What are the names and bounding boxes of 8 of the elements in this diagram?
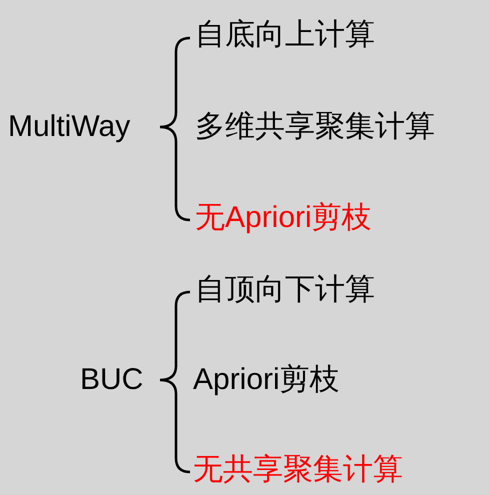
item-label: MultiWay <box>8 109 130 145</box>
item-label: BUC <box>80 362 144 398</box>
item-label: 自底向上计算 <box>195 17 375 53</box>
item-label: 无Apriori剪枝 <box>195 200 372 236</box>
item-label: 无共享聚集计算 <box>193 452 403 488</box>
item-label: 自顶向下计算 <box>195 272 375 308</box>
item-label: Apriori剪枝 <box>193 362 340 398</box>
item-label: 多维共享聚集计算 <box>195 109 435 145</box>
